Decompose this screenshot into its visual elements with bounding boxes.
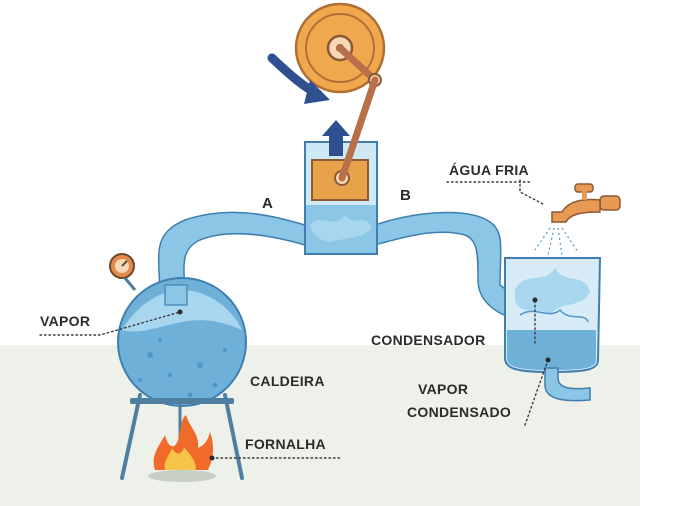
label-agua-fria: ÁGUA FRIA — [449, 162, 529, 178]
leader-condensador-dot — [532, 297, 538, 303]
water-tap-icon — [534, 183, 621, 256]
leader-agua-fria — [519, 179, 546, 206]
rotation-arrow-icon — [267, 53, 330, 104]
leader-vapor-dot — [177, 309, 183, 315]
engine-cylinder — [304, 141, 378, 255]
label-vapor-condensado-2: CONDENSADO — [407, 404, 511, 420]
pressure-gauge-icon — [109, 253, 137, 291]
leader-fornalha-dot — [209, 455, 215, 461]
label-vapor: VAPOR — [40, 313, 90, 329]
label-a: A — [262, 195, 273, 212]
label-caldeira: CALDEIRA — [250, 373, 325, 389]
boiler — [117, 277, 247, 407]
furnace-flame-icon — [148, 415, 216, 482]
label-condensador: CONDENSADOR — [371, 332, 486, 348]
label-vapor-condensado-1: VAPOR — [418, 381, 468, 397]
flywheel-icon — [294, 2, 386, 94]
leader-vapor — [39, 311, 181, 336]
leader-vapor-condensado-dot — [545, 357, 551, 363]
up-arrow-icon — [322, 120, 350, 156]
steam-pipe-b — [374, 211, 521, 321]
label-fornalha: FORNALHA — [245, 436, 326, 452]
label-b: B — [400, 187, 411, 204]
condenser — [504, 257, 602, 402]
connecting-rod — [338, 76, 379, 182]
